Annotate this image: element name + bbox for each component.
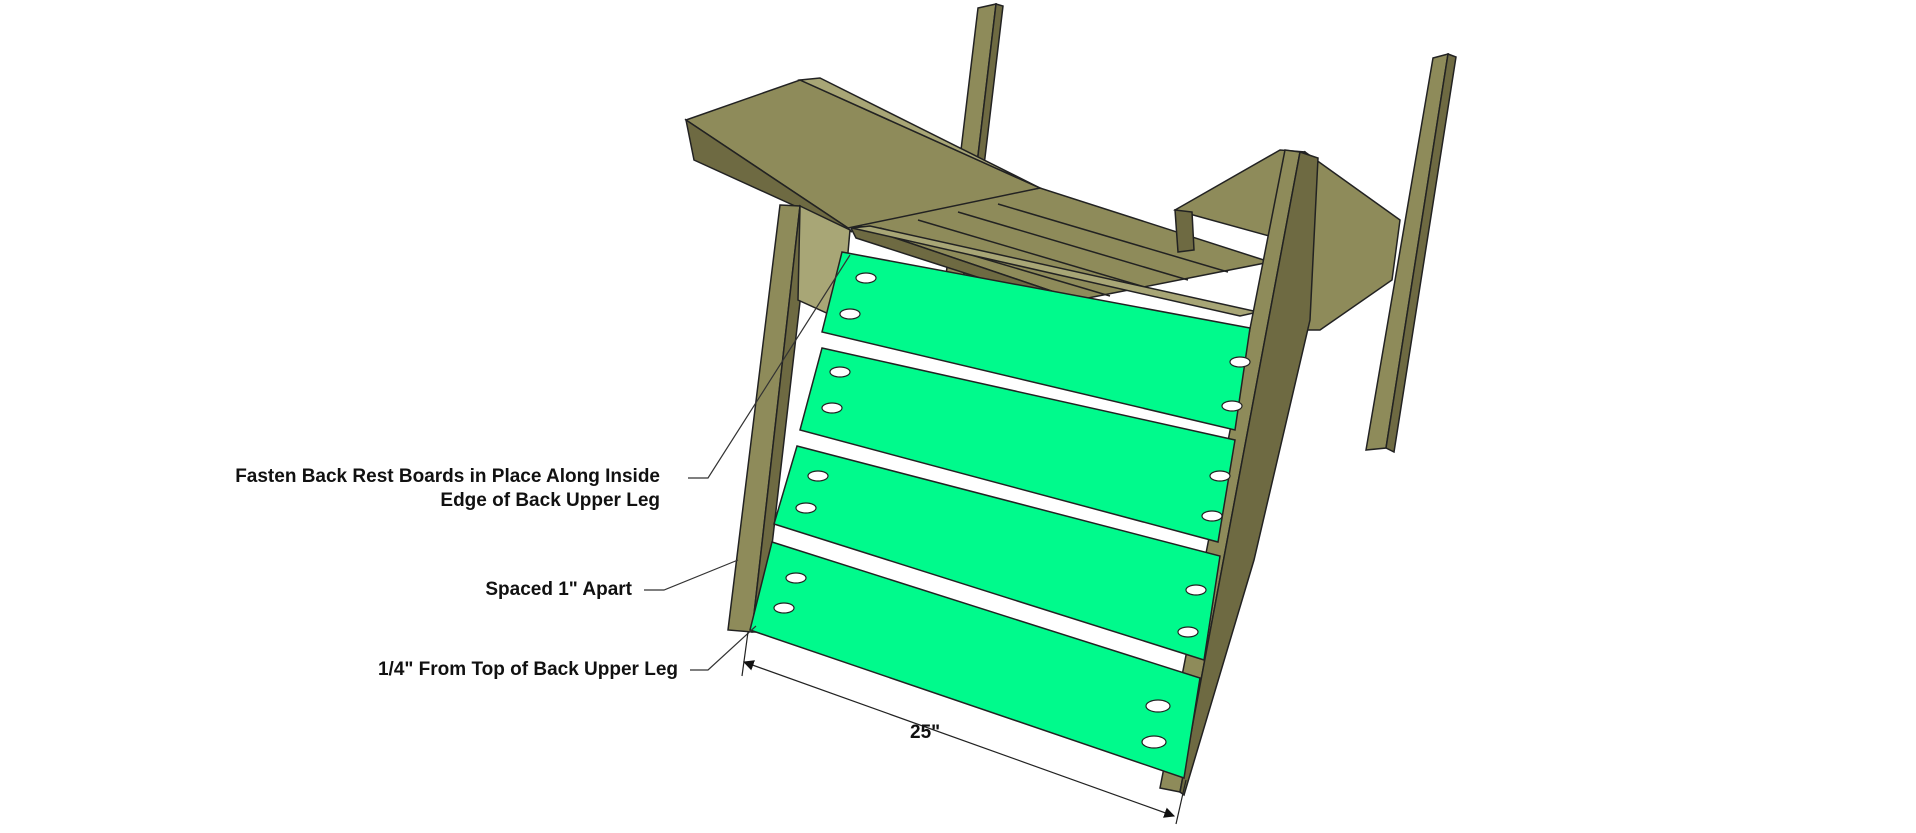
leader-lines	[644, 254, 851, 671]
dimension-25in	[741, 631, 1187, 825]
back-rest-board-2	[799, 347, 1236, 543]
back-rest-boards	[749, 251, 1251, 779]
callout-fasten-line2: Edge of Back Upper Leg	[440, 490, 660, 511]
leader-spaced	[644, 559, 739, 591]
back-rest-board-3	[773, 445, 1221, 661]
callout-fasten-line1: Fasten Back Rest Boards in Place Along I…	[235, 466, 660, 487]
callout-spacing: Spaced 1" Apart	[485, 579, 632, 600]
arm-rest-left	[684, 77, 1043, 233]
dimension-line	[742, 660, 1176, 818]
callout-quarter-inch: 1/4" From Top of Back Upper Leg	[377, 659, 678, 680]
leader-fasten	[688, 254, 851, 479]
back-leg-right	[1365, 52, 1457, 454]
leader-quarter	[690, 625, 757, 671]
dimension-label: 25"	[910, 722, 941, 743]
back-rest-board-1	[821, 251, 1251, 431]
callout-fasten-boards: Fasten Back Rest Boards in Place Along I…	[150, 465, 660, 513]
